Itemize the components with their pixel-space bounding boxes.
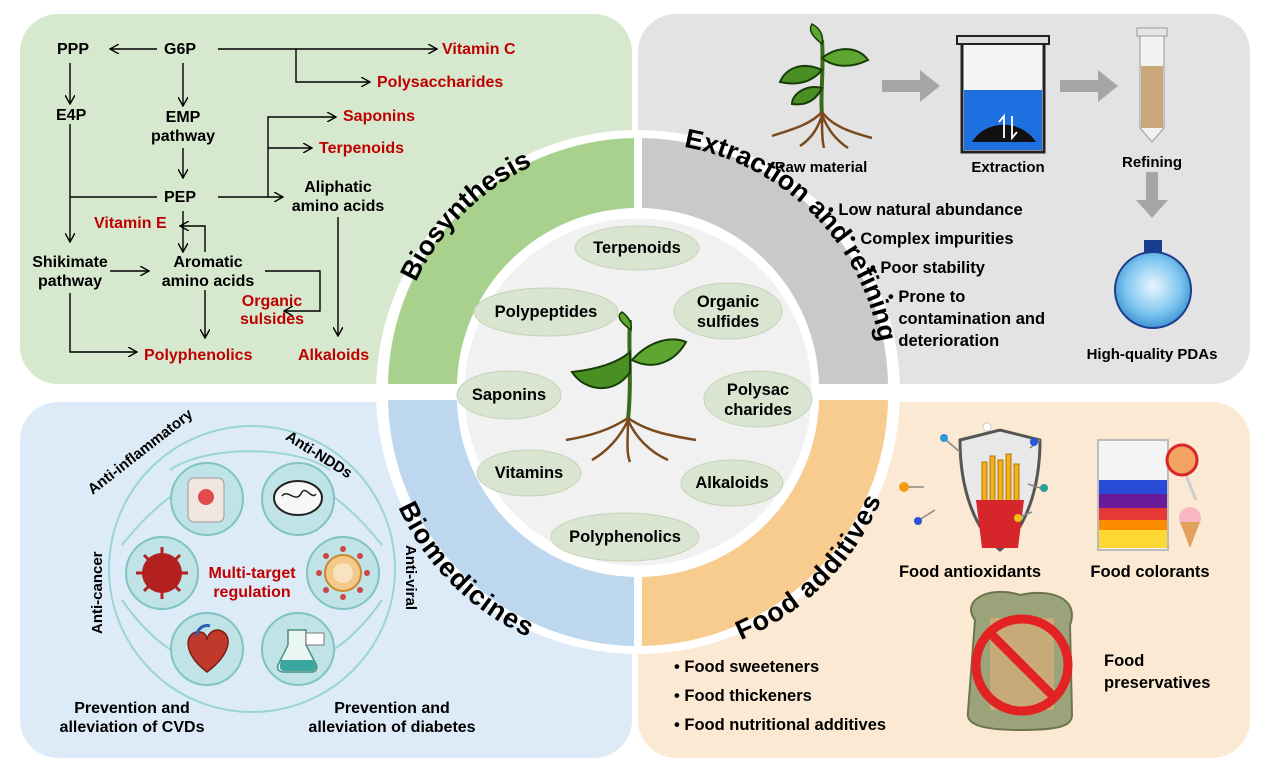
node-aliphatic-amino-acids: Aliphatic amino acids <box>291 179 385 215</box>
refining-column-icon <box>1136 27 1168 143</box>
fries-shield-icon <box>899 422 1048 552</box>
glucose-meter-icon <box>276 629 325 673</box>
compound-polyphenolics: Polyphenolics <box>569 528 681 546</box>
food-other-item: • Food nutritional additives <box>674 716 887 734</box>
food-antioxidants-label: Food antioxidants <box>898 563 1042 581</box>
cvds-label: Prevention and alleviation of CVDs <box>59 700 205 736</box>
node-e4p: E4P <box>56 107 87 124</box>
node-pep: PEP <box>164 189 197 206</box>
food-other-item: • Food thickeners <box>674 687 812 705</box>
product-polyphenolics: Polyphenolics <box>144 347 253 364</box>
node-aromatic-amino-acids: Aromatic amino acids <box>161 254 255 290</box>
diabetes-label: Prevention and alleviation of diabetes <box>308 700 476 736</box>
node-g6p: G6P <box>164 41 197 58</box>
step-raw-material: Raw material <box>774 159 868 176</box>
multi-target-regulation-label: Multi-target regulation <box>208 565 296 601</box>
challenge-item: • Prone to contamination and deteriorati… <box>888 288 1046 350</box>
food-preservatives-label: Food preservatives <box>1104 652 1211 692</box>
compound-alkaloids: Alkaloids <box>695 474 769 492</box>
color-layers-glass-icon <box>1097 439 1169 551</box>
flask-icon <box>1114 240 1192 329</box>
compound-terpenoids: Terpenoids <box>593 239 681 257</box>
node-ppp: PPP <box>57 41 90 58</box>
moldy-bread-icon <box>966 590 1074 732</box>
raw-plant-icon <box>771 23 873 150</box>
challenge-item: • Poor stability <box>870 259 985 277</box>
ice-cream-icon <box>1179 507 1201 548</box>
arrow-right-icon-2 <box>1060 70 1118 102</box>
step-extraction: Extraction <box>971 159 1045 176</box>
compound-polypeptides: Polypeptides <box>494 303 598 321</box>
compound-polysaccharides: Polysac charides <box>724 381 792 419</box>
cancer-cell-icon <box>136 547 188 599</box>
arrow-right-icon <box>882 70 940 102</box>
center-plant-icon <box>565 311 697 463</box>
product-alkaloids: Alkaloids <box>298 347 370 364</box>
node-emp-pathway: EMP pathway <box>150 109 216 145</box>
challenge-item: • Complex impurities <box>850 230 1014 248</box>
lollipop-icon <box>1165 443 1199 501</box>
virus-icon <box>316 546 370 600</box>
food-other-item: • Food sweeteners <box>674 658 820 676</box>
step-high-quality-pdas: High-quality PDAs <box>1086 346 1218 363</box>
product-terpenoids: Terpenoids <box>319 140 405 157</box>
brain-icon <box>273 480 323 516</box>
arrow-down-icon <box>1136 172 1168 218</box>
product-polysaccharides: Polysaccharides <box>377 74 504 91</box>
knee-joint-icon <box>187 477 225 523</box>
extraction-beaker-icon <box>956 35 1050 154</box>
product-vitamin-c: Vitamin C <box>442 41 516 58</box>
node-shikimate-pathway: Shikimate pathway <box>32 254 108 290</box>
step-refining: Refining <box>1122 154 1182 171</box>
challenge-item: • Low natural abundance <box>828 201 1023 219</box>
product-saponins: Saponins <box>343 108 416 125</box>
heart-icon <box>187 624 229 673</box>
food-colorants-label: Food colorants <box>1090 563 1210 581</box>
compound-vitamins: Vitamins <box>494 464 564 482</box>
product-organic-sulsides: Organic sulsides <box>239 293 305 328</box>
compound-saponins: Saponins <box>471 386 547 404</box>
compound-organic-sulfides: Organic sulfides <box>696 293 760 331</box>
product-vitamin-e: Vitamin E <box>94 215 167 232</box>
